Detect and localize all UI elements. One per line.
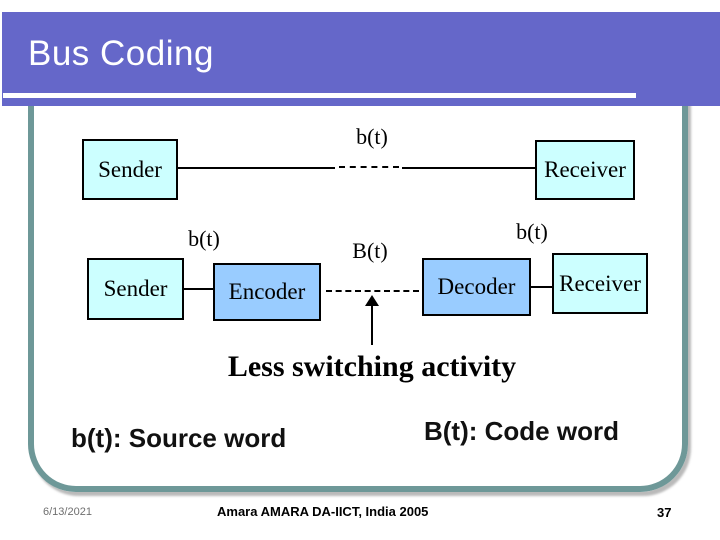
sender-encoder-connector xyxy=(184,288,213,290)
code-word-definition: B(t): Code word xyxy=(424,416,619,446)
encoder-box: Encoder xyxy=(213,263,321,321)
footer-date: 6/13/2021 xyxy=(43,506,92,518)
decoder-receiver-connector xyxy=(531,286,552,288)
coded-signal-label: B(t) xyxy=(352,238,388,263)
coded-bus-dashed-line xyxy=(326,290,419,292)
decoder-box: Decoder xyxy=(422,258,531,316)
slide-number: 37 xyxy=(657,505,672,520)
banner-accent-line xyxy=(3,93,636,98)
sender-box-bottom: Sender xyxy=(87,258,184,320)
source-word-definition: b(t): Source word xyxy=(71,423,287,453)
receiver-box-top: Receiver xyxy=(535,140,635,200)
source-signal-label: b(t) xyxy=(188,226,220,251)
sender-box-top: Sender xyxy=(82,139,178,200)
receiver-box-bottom: Receiver xyxy=(552,253,648,314)
decoded-signal-label: b(t) xyxy=(516,219,548,244)
top-bus-line-left xyxy=(178,167,335,169)
diagram-caption: Less switching activity xyxy=(227,350,517,383)
top-bus-line-dashed xyxy=(339,166,399,168)
top-bus-label: b(t) xyxy=(356,124,388,149)
slide-title: Bus Coding xyxy=(28,34,214,73)
footer-credit: Amara AMARA DA-IICT, India 2005 xyxy=(217,504,429,519)
top-bus-line-right xyxy=(402,167,535,169)
up-arrow-icon xyxy=(365,295,379,306)
title-banner: Bus Coding xyxy=(2,12,720,106)
up-arrow-shaft xyxy=(371,305,373,345)
